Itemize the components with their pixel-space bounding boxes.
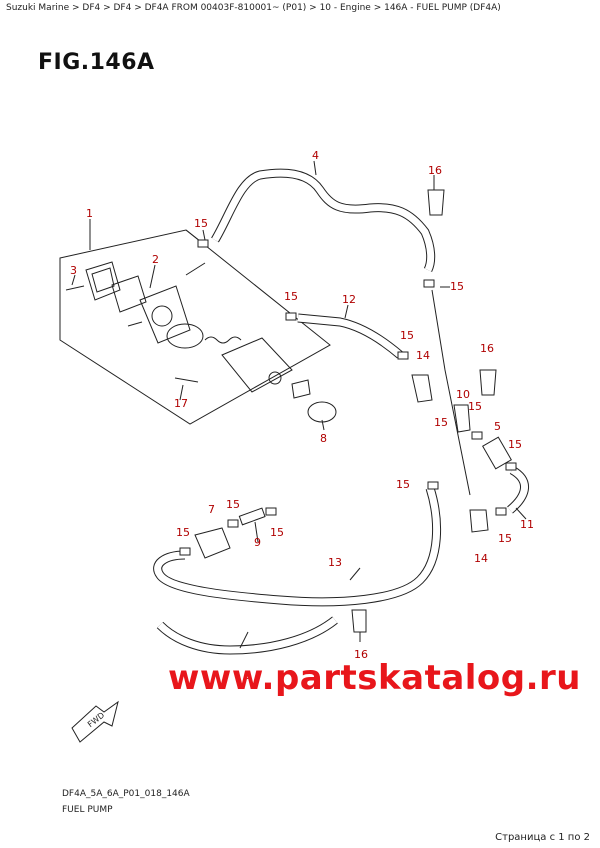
callout-7: 7 bbox=[208, 503, 215, 516]
callout-15: 15 bbox=[508, 438, 522, 451]
callout-12: 12 bbox=[342, 293, 356, 306]
callout-4: 4 bbox=[312, 149, 319, 162]
clamp bbox=[471, 431, 483, 440]
leader-line bbox=[344, 304, 349, 319]
fwd-arrow-icon: FWD bbox=[71, 700, 119, 743]
leader-line bbox=[179, 384, 184, 401]
callout-5: 5 bbox=[494, 420, 501, 433]
fuel-filter bbox=[482, 436, 512, 470]
pump-body-port bbox=[151, 305, 173, 327]
callout-15: 15 bbox=[498, 532, 512, 545]
callout-15: 15 bbox=[284, 290, 298, 303]
callout-11: 11 bbox=[520, 518, 534, 531]
callout-17: 17 bbox=[174, 397, 188, 410]
leader-line bbox=[515, 507, 527, 520]
callout-8: 8 bbox=[320, 432, 327, 445]
pump-assembly-frame bbox=[59, 229, 331, 425]
callout-16: 16 bbox=[354, 648, 368, 661]
lower-body-port bbox=[268, 371, 282, 385]
o-ring bbox=[307, 401, 337, 423]
callout-2: 2 bbox=[152, 253, 159, 266]
clamp bbox=[227, 519, 239, 528]
diagram-caption: FUEL PUMP bbox=[62, 805, 113, 815]
callout-14: 14 bbox=[416, 349, 430, 362]
leader-line bbox=[321, 419, 325, 431]
breadcrumb[interactable]: Suzuki Marine > DF4 > DF4 > DF4A FROM 00… bbox=[6, 3, 501, 13]
part-7-filter bbox=[194, 527, 231, 559]
callout-15: 15 bbox=[400, 329, 414, 342]
figure-title: FIG.146A bbox=[38, 50, 155, 75]
callout-15: 15 bbox=[468, 400, 482, 413]
spring bbox=[204, 336, 242, 344]
bolt bbox=[174, 377, 199, 383]
clamp bbox=[495, 507, 507, 516]
callout-15: 15 bbox=[396, 478, 410, 491]
drawing-code: DF4A_5A_6A_P01_018_146A bbox=[62, 789, 190, 799]
bolt-3 bbox=[65, 285, 85, 291]
callout-15: 15 bbox=[450, 280, 464, 293]
clamp bbox=[285, 312, 297, 321]
callout-13: 13 bbox=[328, 556, 342, 569]
joint-14 bbox=[411, 374, 433, 403]
fuel-line bbox=[431, 289, 471, 496]
diaphragm-plate bbox=[166, 323, 204, 349]
leader-line bbox=[349, 567, 361, 581]
watermark[interactable]: www.partskatalog.ru bbox=[168, 658, 582, 698]
clip-16 bbox=[351, 609, 367, 633]
piston bbox=[291, 379, 311, 399]
leader-line bbox=[71, 274, 76, 286]
leader-line bbox=[313, 160, 317, 176]
frame-line bbox=[185, 262, 206, 276]
pump-inlet-nozzle bbox=[127, 321, 143, 327]
callout-15: 15 bbox=[434, 416, 448, 429]
leader-line bbox=[149, 264, 156, 289]
gasket-inner bbox=[91, 267, 115, 293]
joint-10 bbox=[453, 404, 471, 433]
clip-16 bbox=[479, 369, 497, 396]
leader-line bbox=[239, 631, 249, 649]
callout-14: 14 bbox=[474, 552, 488, 565]
callout-16: 16 bbox=[428, 164, 442, 177]
callout-6: 6 bbox=[244, 669, 251, 682]
clamp bbox=[197, 239, 209, 248]
pump-body bbox=[139, 285, 191, 344]
clamp bbox=[505, 462, 517, 471]
clamp bbox=[397, 351, 409, 360]
callout-15: 15 bbox=[194, 217, 208, 230]
callout-9: 9 bbox=[254, 536, 261, 549]
clamp bbox=[265, 507, 277, 516]
joint-14 bbox=[469, 509, 489, 533]
leader-line bbox=[202, 229, 206, 241]
callout-16: 16 bbox=[480, 342, 494, 355]
page-indicator: Страница с 1 по 2 bbox=[495, 832, 590, 843]
callout-10: 10 bbox=[456, 388, 470, 401]
lower-body bbox=[221, 337, 293, 393]
gasket bbox=[85, 261, 121, 301]
callout-1: 1 bbox=[86, 207, 93, 220]
callout-3: 3 bbox=[70, 264, 77, 277]
diaphragm bbox=[111, 275, 147, 313]
callout-15: 15 bbox=[226, 498, 240, 511]
clamp bbox=[179, 547, 191, 556]
hose-9 bbox=[238, 507, 266, 526]
callout-15: 15 bbox=[176, 526, 190, 539]
clip-16 bbox=[427, 189, 445, 216]
clamp bbox=[427, 481, 439, 490]
callout-15: 15 bbox=[270, 526, 284, 539]
leader-line bbox=[254, 521, 259, 543]
clamp bbox=[423, 279, 435, 288]
